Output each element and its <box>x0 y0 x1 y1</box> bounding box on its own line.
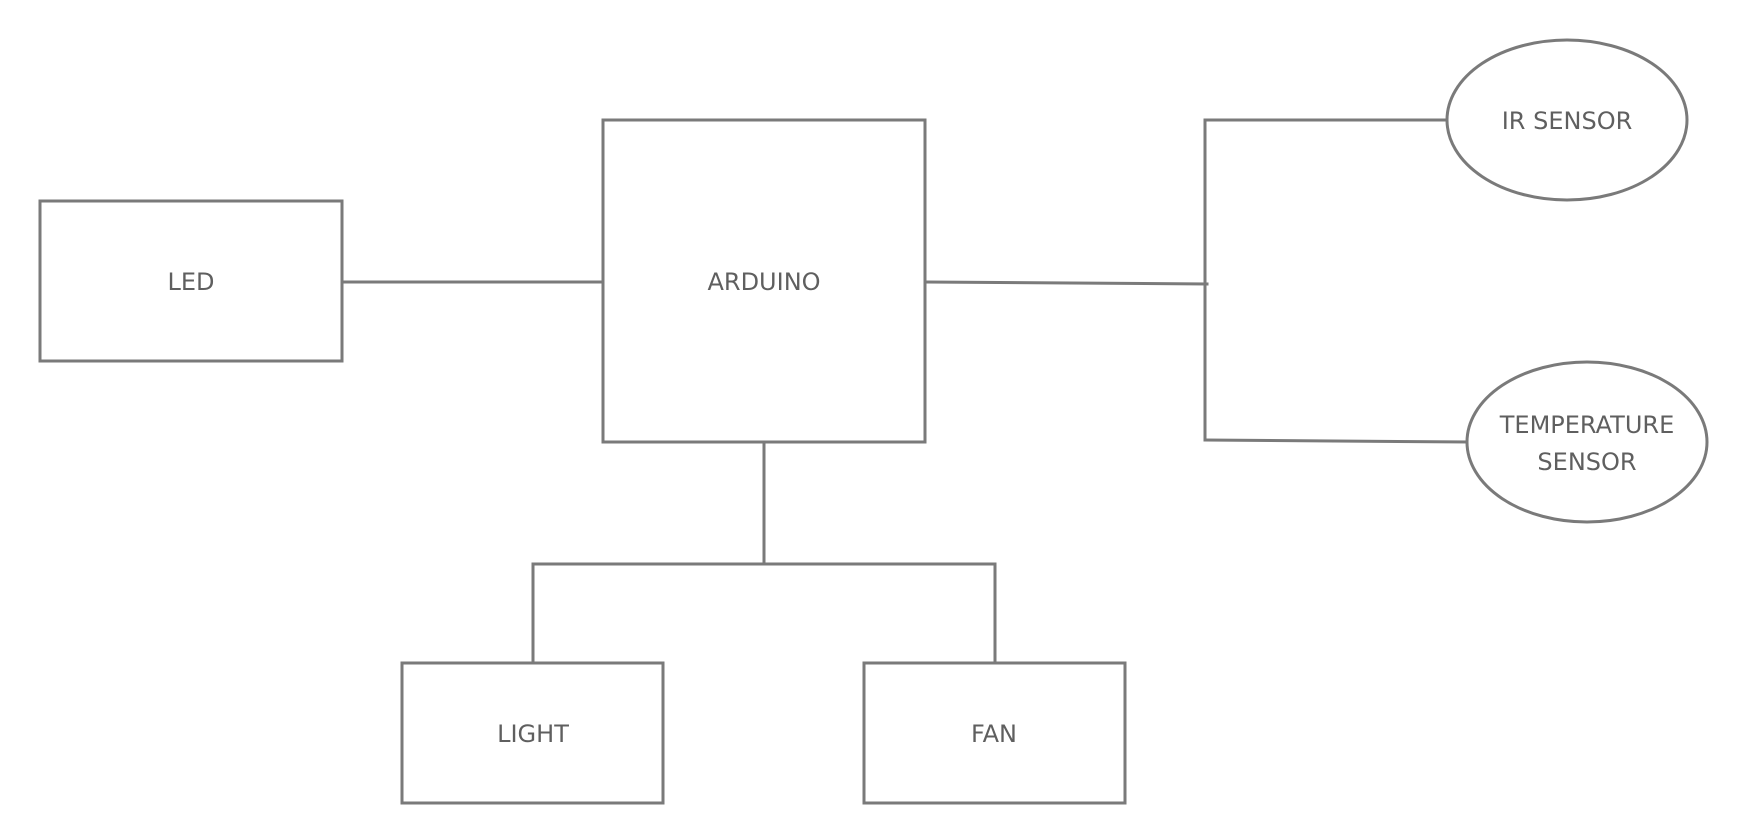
led-label: LED <box>167 268 214 296</box>
fan-box <box>862 661 1127 805</box>
light-box <box>400 661 665 805</box>
temperature-sensor-label-line2: SENSOR <box>1537 448 1636 476</box>
temperature-sensor-label-line1: TEMPERATURE <box>1499 411 1675 439</box>
light-label: LIGHT <box>497 720 569 748</box>
fan-label: FAN <box>971 720 1017 748</box>
arduino-label: ARDUINO <box>707 268 820 296</box>
connector-bus-temperature-sensor <box>1203 438 1470 444</box>
led-box <box>38 199 344 363</box>
temperature-sensor-node: TEMPERATURE SENSOR <box>1465 360 1709 524</box>
ir-sensor-node: IR SENSOR <box>1445 38 1689 202</box>
arduino-box <box>601 118 927 444</box>
ir-sensor-ellipse <box>1445 38 1689 202</box>
connectors <box>340 118 1470 665</box>
fan-block: FAN <box>862 661 1127 805</box>
temperature-sensor-ellipse <box>1465 360 1709 524</box>
ir-sensor-label: IR SENSOR <box>1502 107 1633 135</box>
led-block: LED <box>38 199 344 363</box>
arduino-block: ARDUINO <box>601 118 927 444</box>
light-block: LIGHT <box>400 661 665 805</box>
connector-arduino-bus <box>924 280 1209 286</box>
